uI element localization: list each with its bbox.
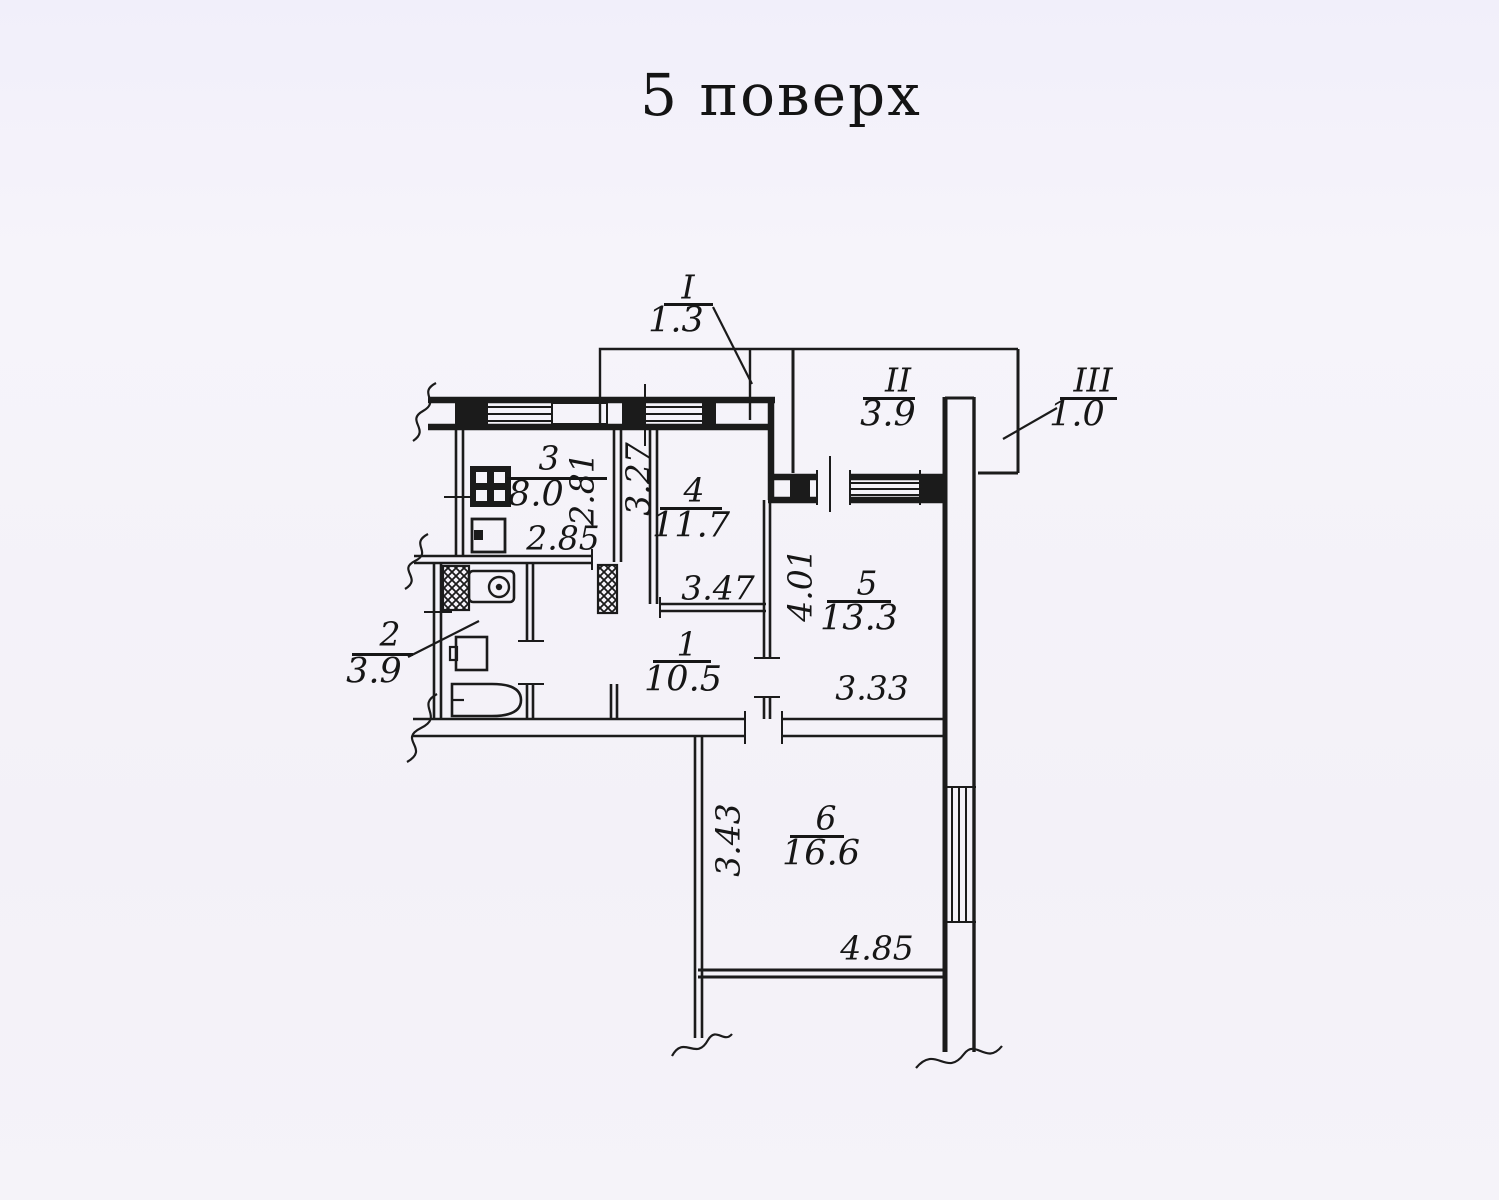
room-3-number: 3 [538,438,560,478]
room-6-underline [790,835,844,838]
dim-room4-width: 3.47 [681,568,755,608]
balcony-3-numeral: III [1073,360,1113,400]
room-4-underline [660,507,722,510]
balcony-2-underline [863,397,915,400]
dimension-ticks [424,384,851,744]
room-2-underline [352,653,413,656]
fixtures [441,466,619,718]
dim-room6-depth: 3.43 [708,803,748,877]
bathtub-icon [450,682,523,718]
room-2-area: 3.9 [346,651,402,692]
stove-icon [470,466,511,507]
room-6-area: 16.6 [782,833,860,874]
room-6-number: 6 [815,798,837,838]
room-5-number: 5 [856,563,878,603]
balcony-outlines [598,347,1020,475]
dim-room6-width: 4.85 [840,928,914,968]
washing-machine-icon [467,569,516,604]
balcony-3-area: 1.0 [1049,394,1105,435]
room-5-area: 13.3 [820,598,898,639]
dim-room4-depth: 3.27 [618,442,658,516]
leader-lines [407,306,1058,658]
sink-icon [470,517,507,554]
right-outer-wall [942,396,976,1052]
toilet-icon [448,635,489,672]
balcony-1-area: 1.3 [648,300,704,341]
balcony-3-underline [1060,397,1117,400]
balcony-1-underline [664,303,713,306]
floor-title: 5 поверх [640,61,922,129]
vent-shaft-icon [441,563,619,615]
balcony-2-numeral: II [884,360,912,400]
room-2-number: 2 [379,614,401,654]
wall-break-marks [404,382,1003,1069]
room-1-underline [653,660,711,663]
balcony-2-area: 3.9 [860,394,916,435]
room-3-underline [507,477,607,480]
room-1-number: 1 [676,624,698,664]
room-4-number: 4 [683,470,705,510]
balcony-1-numeral: I [681,267,695,307]
dim-kitchen-depth: 2.81 [562,452,602,526]
room-4-area: 11.7 [652,505,730,546]
room-5-underline [827,600,891,603]
interior-walls [413,430,943,1038]
wall-piers [455,400,943,500]
dim-kitchen-width: 2.85 [526,518,600,558]
dim-room5-width: 3.33 [835,668,909,708]
dim-room5-depth: 4.01 [780,548,820,622]
room-1-area: 10.5 [644,659,722,700]
room-3-area: 8.0 [508,474,564,515]
